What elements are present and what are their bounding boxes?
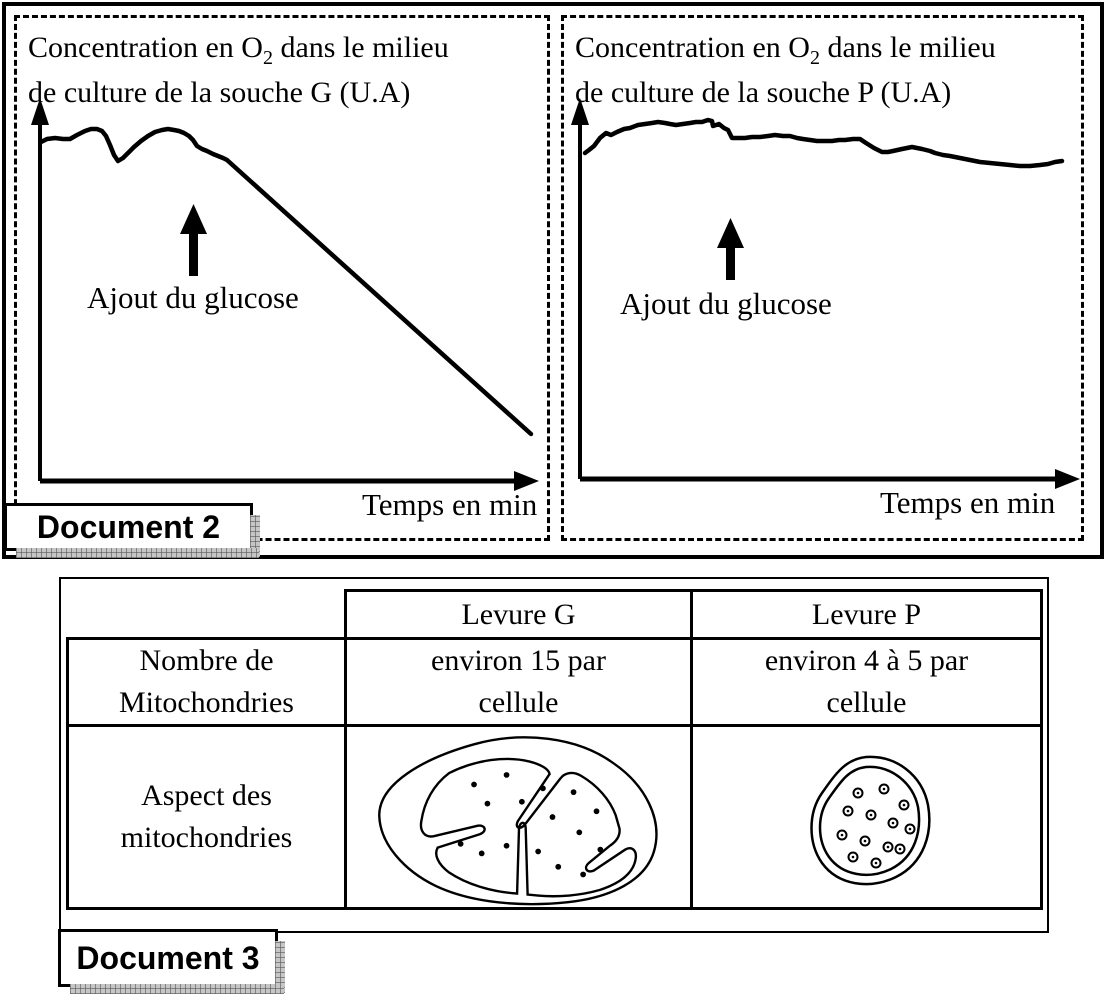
- document-2-label: Document 2: [4, 503, 260, 558]
- y-axis-arrow-icon: [31, 98, 49, 125]
- label-shadow: [275, 941, 285, 993]
- x-axis-arrow-icon: [1055, 469, 1080, 489]
- granule-dots: [840, 787, 911, 865]
- o2-subscript: 2: [809, 47, 820, 69]
- panel-souche-g: Concentration en O2 dans le milieu de cu…: [14, 15, 550, 541]
- mitochondria-table: Levure G Levure P Nombre de Mitochondrie…: [66, 589, 1043, 910]
- row-number-levure-g: environ 15 par cellule: [344, 637, 693, 727]
- panel-p-title: Concentration en O2 dans le milieu de cu…: [575, 27, 996, 113]
- levure-p-header: Levure P: [690, 589, 1043, 640]
- plot-souche-p: [571, 98, 1080, 489]
- table-corner-cell: [67, 590, 347, 640]
- plot-souche-g: [31, 98, 539, 491]
- document-3-label: Document 3: [58, 929, 285, 994]
- mitochondrion-g-drawing: [377, 736, 658, 906]
- table-row-aspect: Aspect des mitochondries: [66, 724, 1043, 910]
- label-shadow: [16, 548, 259, 558]
- row-aspect-label: Aspect des mitochondries: [66, 724, 347, 910]
- glucose-annotation: Ajout du glucose: [87, 280, 299, 315]
- levure-g-header: Levure G: [344, 589, 693, 640]
- glucose-arrow-icon: [180, 204, 207, 276]
- x-axis-label: Temps en min: [880, 485, 1056, 520]
- row-aspect-levure-p: [690, 724, 1043, 910]
- table-row-number: Nombre de Mitochondries environ 15 par c…: [66, 637, 1043, 727]
- panel-g-title-line2: de culture de la souche G (U.A): [28, 76, 411, 109]
- panel-p-title-line1: Concentration en O2 dans le milieu: [575, 31, 996, 69]
- inner-membrane: [818, 765, 920, 877]
- x-axis-arrow-icon: [514, 471, 539, 491]
- o2-subscript: 2: [262, 47, 273, 69]
- label-shadow: [70, 984, 284, 994]
- row-number-levure-p: environ 4 à 5 par cellule: [690, 637, 1043, 727]
- glucose-arrow-icon: [717, 218, 744, 280]
- y-axis-arrow-icon: [571, 98, 589, 125]
- panel-p-title-line2: de culture de la souche P (U.A): [575, 76, 952, 109]
- table-header-row: Levure G Levure P: [67, 589, 1043, 640]
- row-aspect-levure-g: [344, 724, 693, 910]
- x-axis-label: Temps en min: [362, 487, 538, 522]
- row-number-label: Nombre de Mitochondries: [66, 637, 347, 727]
- document-2-label-text: Document 2: [36, 508, 221, 545]
- o2-curve-souche-p: [582, 117, 1065, 169]
- panel-g-title-line1: Concentration en O2 dans le milieu: [28, 31, 449, 69]
- inner-membrane-cristae: [419, 757, 637, 898]
- o2-curve-souche-g: [38, 126, 534, 437]
- document-3-label-text: Document 3: [76, 939, 260, 976]
- label-shadow: [250, 515, 260, 557]
- document-2-frame: Concentration en O2 dans le milieu de cu…: [2, 2, 1104, 559]
- panel-g-title: Concentration en O2 dans le milieu de cu…: [28, 27, 449, 113]
- mitochondrion-p-drawing: [809, 755, 931, 886]
- glucose-annotation: Ajout du glucose: [620, 286, 832, 321]
- matrix-granules: [457, 772, 603, 878]
- panel-souche-p: Concentration en O2 dans le milieu de cu…: [561, 15, 1084, 541]
